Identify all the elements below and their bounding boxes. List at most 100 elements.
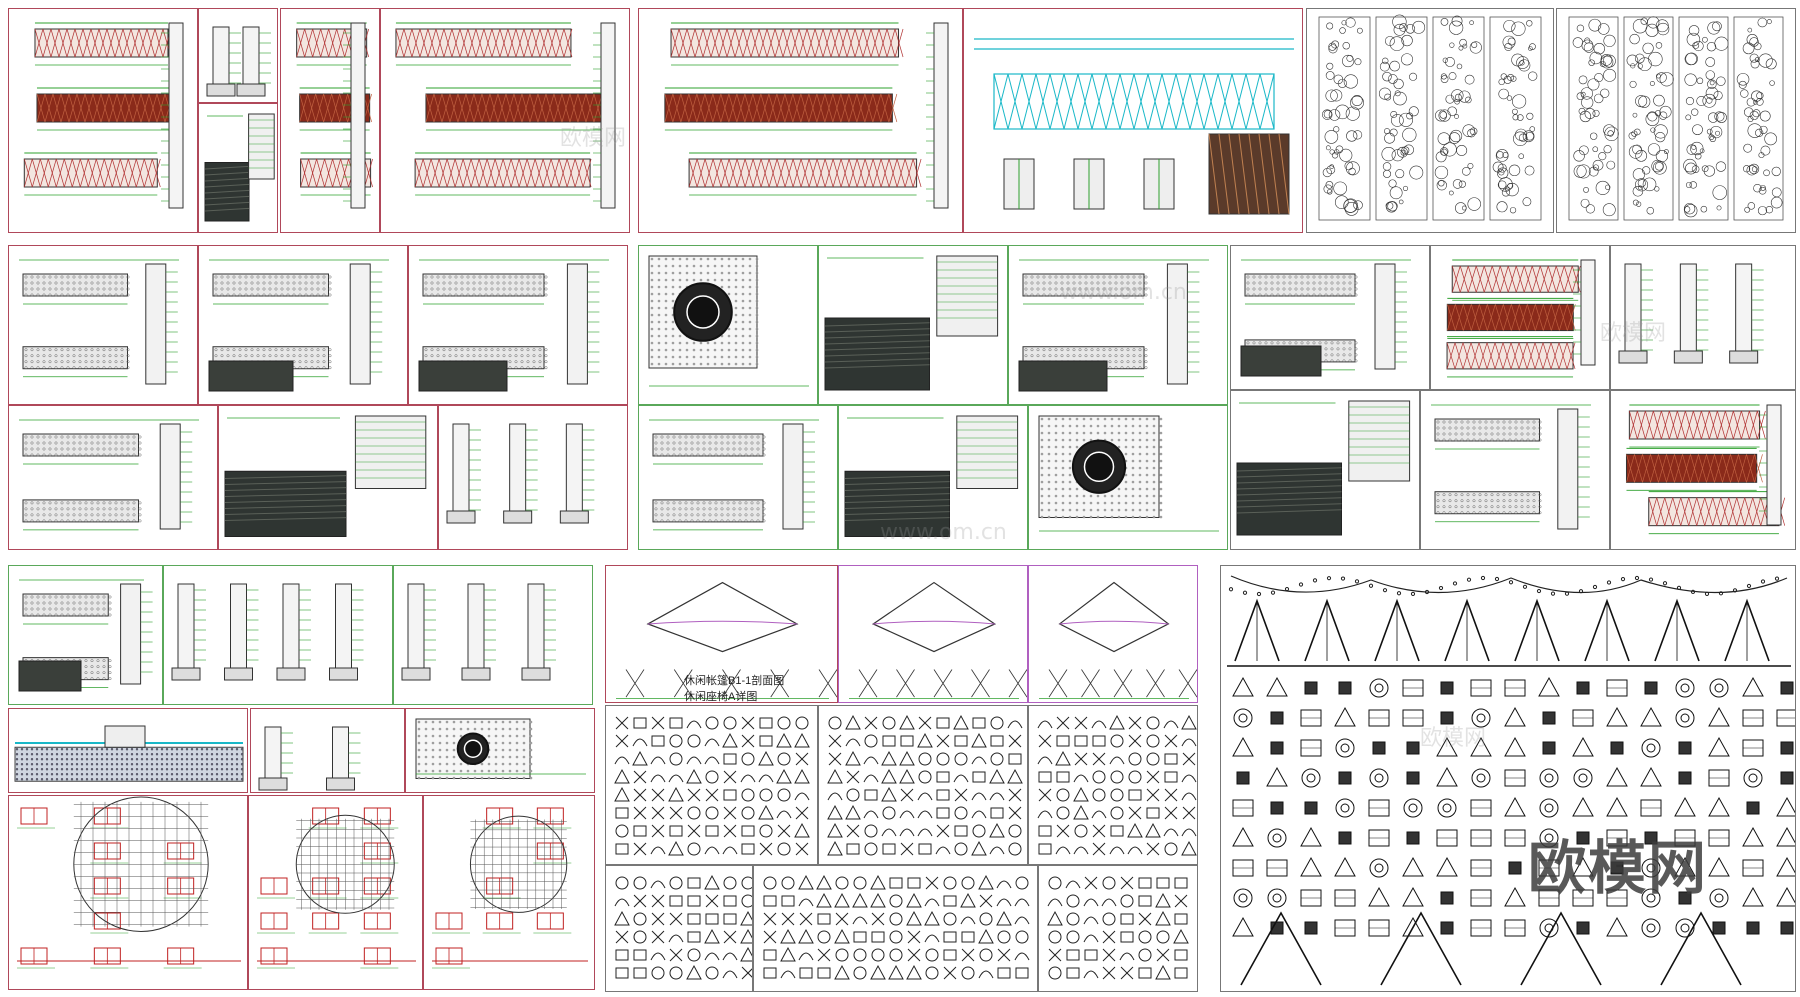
drawing-panel-wall (198, 245, 408, 405)
drawing-linework (18, 579, 153, 692)
drawing-panel-wall (408, 245, 628, 405)
drawing-linework (17, 796, 241, 969)
watermark-logo: 欧模网 (1527, 834, 1708, 902)
drawing-linework (1236, 400, 1411, 536)
drawing-panel-plants (1306, 8, 1554, 233)
drawing-panel-post (1610, 245, 1796, 390)
drawing-panel-wall (8, 405, 218, 550)
drawing-panel-fence (638, 8, 963, 233)
drawing-panel-fence (380, 8, 630, 233)
drawing-linework (1318, 14, 1542, 221)
drawing-panel-plants (1556, 8, 1796, 233)
drawing-panel-photo (198, 103, 278, 233)
drawing-panel-wall (1008, 245, 1228, 405)
drawing-panel-icons (605, 705, 818, 865)
drawing-panel-icons (1038, 865, 1198, 992)
drawing-linework (208, 259, 389, 392)
drawing-linework (1047, 876, 1189, 980)
drawing-linework (257, 807, 416, 969)
drawing-linework (827, 714, 1023, 856)
drawing-panel-icons (605, 865, 753, 992)
drawing-panel-red (423, 795, 595, 990)
drawing-linework (1431, 404, 1591, 530)
drawing-panel-photo (1230, 390, 1420, 550)
drawing-panel-post (393, 565, 593, 705)
drawing-panel-wall (1420, 390, 1610, 550)
drawing-linework (1568, 16, 1784, 221)
drawing-linework (19, 259, 179, 385)
drawing-panel-red (8, 795, 248, 990)
drawing-linework (258, 726, 361, 791)
ghost-watermark: www.om.cn (880, 520, 1007, 545)
drawing-linework (1039, 581, 1197, 699)
drawing-linework (1037, 714, 1197, 856)
drawing-linework (23, 22, 184, 209)
drawing-panel-tent (838, 565, 1028, 703)
drawing-linework (1446, 259, 1596, 378)
ghost-watermark: 欧模网 (1600, 321, 1667, 346)
ghost-watermark: 欧模网 (560, 126, 627, 151)
drawing-linework (415, 718, 586, 780)
drawing-linework (401, 583, 556, 681)
drawing-panel-section (8, 708, 248, 793)
drawing-panel-photo (838, 405, 1028, 550)
drawing-panel-photo (818, 245, 1008, 405)
drawing-panel-icons (753, 865, 1038, 992)
caption-tent-section: 休闲帐篷B1-1剖面图 (684, 675, 785, 687)
drawing-linework (206, 26, 271, 97)
drawing-panel-tent (605, 565, 838, 703)
drawing-panel-fence (280, 8, 380, 233)
drawing-linework (649, 419, 819, 531)
drawing-panel-icons (1028, 705, 1198, 865)
drawing-linework (664, 22, 949, 209)
ghost-watermark: 欧模网 (1420, 726, 1487, 751)
drawing-linework (171, 583, 364, 681)
drawing-linework (1625, 404, 1786, 535)
drawing-linework (763, 874, 1030, 980)
drawing-linework (418, 259, 609, 392)
drawing-linework (1240, 259, 1411, 377)
drawing-panel-tent (1028, 565, 1198, 703)
drawing-linework (296, 22, 373, 209)
drawing-panel-fence (1610, 390, 1796, 550)
drawing-panel-fence (8, 8, 198, 233)
drawing-linework (1227, 575, 1795, 986)
drawing-panel-fence (1430, 245, 1610, 390)
drawing-panel-wall (8, 245, 198, 405)
drawing-linework (224, 415, 427, 537)
drawing-linework (849, 581, 1027, 699)
drawing-panel-wall (638, 405, 838, 550)
drawing-linework (432, 807, 588, 969)
drawing-panel-post (163, 565, 393, 705)
drawing-panel-cyan (963, 8, 1303, 233)
drawing-panel-photo (218, 405, 438, 550)
drawing-linework (1038, 415, 1219, 532)
drawing-linework (844, 415, 1019, 537)
drawing-linework (446, 423, 595, 524)
caption-tent-detail: 休闲座椅A详图 (684, 691, 758, 703)
drawing-linework (19, 419, 199, 531)
drawing-linework (14, 725, 244, 782)
drawing-linework (648, 255, 809, 387)
drawing-linework (1018, 259, 1209, 392)
drawing-linework (1618, 263, 1764, 364)
drawing-panel-circle (405, 708, 595, 793)
drawing-panel-post (198, 8, 278, 103)
drawing-panel-big (1220, 565, 1796, 992)
drawing-panel-wall (8, 565, 163, 705)
drawing-linework (824, 255, 999, 391)
drawing-panel-wall (1230, 245, 1430, 390)
ghost-watermark: www.om.cn (1060, 280, 1187, 305)
drawing-linework (614, 716, 810, 856)
drawing-linework (204, 113, 275, 222)
drawing-linework (616, 581, 837, 699)
drawing-panel-circle (638, 245, 818, 405)
drawing-panel-circle (1028, 405, 1228, 550)
drawing-panel-icons (818, 705, 1028, 865)
drawing-linework (395, 22, 616, 209)
drawing-panel-post (250, 708, 405, 793)
drawing-linework (974, 38, 1294, 215)
drawing-panel-post (438, 405, 628, 550)
drawing-panel-red (248, 795, 423, 990)
